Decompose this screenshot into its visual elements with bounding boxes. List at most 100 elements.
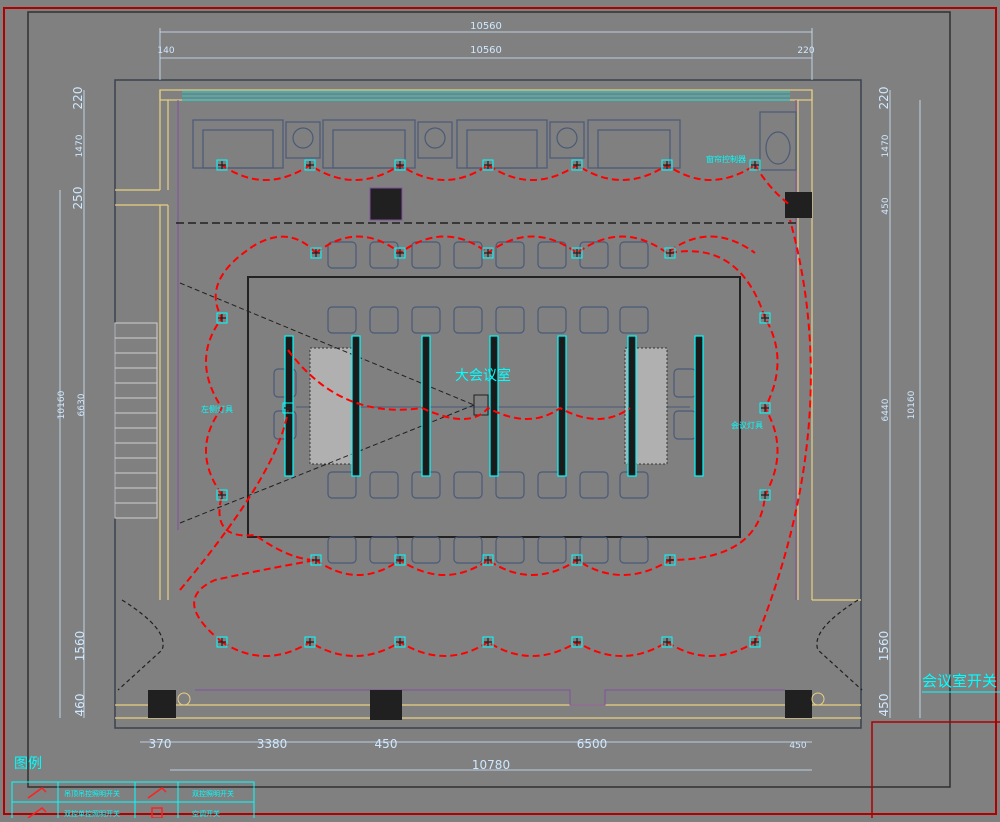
- chair: [495, 241, 525, 269]
- light-fixture: [282, 402, 294, 414]
- chair: [579, 471, 609, 499]
- dim-right-6440: 6440: [881, 398, 891, 421]
- inner-partition: [177, 100, 797, 706]
- legend-item-4: 空调开关: [192, 809, 220, 818]
- fixture-cross: [396, 249, 404, 257]
- dim-right-450-bottom: 450: [877, 694, 891, 717]
- light-strip: [284, 335, 294, 477]
- light-fixture: [304, 636, 316, 648]
- chair: [411, 241, 441, 269]
- chair: [619, 241, 649, 269]
- side-title: 会议室开关: [922, 672, 997, 690]
- chair: [537, 471, 567, 499]
- chair: [495, 536, 525, 564]
- legend-item-2: 双控照明开关: [192, 789, 234, 798]
- window: [182, 91, 790, 101]
- chair: [537, 241, 567, 269]
- light-fixture: [310, 247, 322, 259]
- chair: [579, 241, 609, 269]
- fixture-cross: [573, 249, 581, 257]
- light-fixture: [482, 247, 494, 259]
- fixture-cross: [306, 161, 314, 169]
- stairs: [114, 322, 158, 519]
- light-strip: [351, 335, 361, 477]
- light-fixture: [394, 247, 406, 259]
- fixture-cross: [218, 314, 226, 322]
- fixture-cross: [396, 638, 404, 646]
- chair: [619, 306, 649, 334]
- chair: [327, 306, 357, 334]
- chair: [579, 306, 609, 334]
- chair: [411, 536, 441, 564]
- chair: [537, 536, 567, 564]
- dim-top-left: 140: [157, 46, 174, 56]
- title-block-border: [871, 721, 1000, 818]
- columns: [148, 187, 825, 720]
- light-fixture: [216, 312, 228, 324]
- light-fixture: [394, 636, 406, 648]
- light-fixture: [310, 554, 322, 566]
- fixture-cross: [312, 249, 320, 257]
- fixture-cross: [306, 638, 314, 646]
- dim-left-top: 220: [71, 87, 85, 110]
- light-fixture: [482, 159, 494, 171]
- dim-left-1560: 1560: [73, 631, 87, 662]
- dim-right-1560: 1560: [877, 631, 891, 662]
- chair: [327, 471, 357, 499]
- light-strip: [557, 335, 567, 477]
- fixture-cross: [218, 638, 226, 646]
- room-title: 大会议室: [455, 367, 511, 384]
- light-fixture: [664, 554, 676, 566]
- fixture-cross: [573, 161, 581, 169]
- light-fixture: [749, 636, 761, 648]
- fixture-cross: [761, 404, 769, 412]
- fixture-cross: [751, 638, 759, 646]
- light-fixture: [664, 247, 676, 259]
- dim-top-inner: 10560: [470, 45, 502, 56]
- dim-bottom-450b: 450: [789, 741, 806, 751]
- fixture-cross: [396, 161, 404, 169]
- fixture-cross: [284, 404, 292, 412]
- fixture-cross: [573, 638, 581, 646]
- light-fixture: [216, 636, 228, 648]
- light-strip: [627, 335, 637, 477]
- chair: [495, 471, 525, 499]
- light-fixture: [571, 554, 583, 566]
- fixture-cross: [751, 161, 759, 169]
- right-outlet-label: 会议灯具: [731, 420, 763, 430]
- chair: [327, 241, 357, 269]
- left-hatch-panel: [309, 347, 353, 465]
- light-fixture: [482, 636, 494, 648]
- chair: [453, 471, 483, 499]
- dim-left-1470: 1470: [75, 134, 85, 157]
- chair: [369, 241, 399, 269]
- light-fixture: [394, 159, 406, 171]
- fixture-cross: [484, 161, 492, 169]
- fixture-cross: [761, 491, 769, 499]
- fixture-cross: [663, 638, 671, 646]
- legend-title: 图例: [14, 756, 42, 772]
- sheet-border: [3, 7, 997, 815]
- dimension-lines: [59, 28, 921, 771]
- chair: [327, 536, 357, 564]
- light-strip: [694, 335, 704, 477]
- fixture-cross: [761, 314, 769, 322]
- dim-right-top: 220: [877, 87, 891, 110]
- curtain-label: 窗帘控制器: [706, 154, 746, 164]
- light-strip: [421, 335, 431, 477]
- fixture-cross: [312, 556, 320, 564]
- light-fixture: [571, 247, 583, 259]
- light-fixture: [661, 636, 673, 648]
- light-fixture: [571, 636, 583, 648]
- light-strips: [284, 335, 704, 477]
- legend-item-3: 双控单控照明开关: [64, 809, 120, 818]
- dim-right-450-top: 450: [881, 197, 891, 214]
- legend-symbols: [27, 787, 167, 819]
- dim-left-6630: 6630: [77, 393, 87, 416]
- fixture-cross: [484, 556, 492, 564]
- light-fixture: [749, 159, 761, 171]
- chair: [369, 306, 399, 334]
- chair: [411, 306, 441, 334]
